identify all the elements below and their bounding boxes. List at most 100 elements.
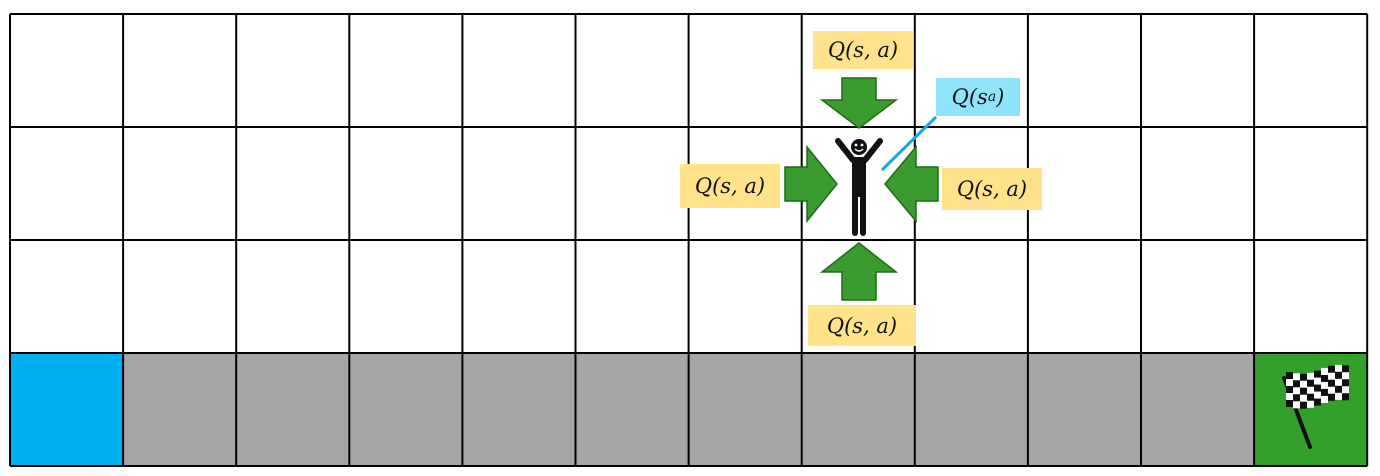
q-fn-text: Q: [956, 177, 975, 201]
grid-cell: [575, 127, 689, 240]
arrow-left-icon: [884, 144, 939, 224]
stick-figure-smiley-icon: [835, 138, 883, 236]
flag-check-square: [1300, 394, 1307, 402]
cliff-cell: [462, 353, 576, 466]
cliff-cell: [236, 353, 350, 466]
flag-check-square: [1335, 392, 1342, 400]
grid-cell: [575, 240, 689, 353]
flag-check-square: [1286, 400, 1293, 407]
flag-check-square: [1335, 371, 1342, 379]
flag-check-square: [1286, 393, 1293, 400]
cliff-cell: [914, 353, 1028, 466]
start-cell: [10, 353, 124, 466]
q-args-text: (s, a): [845, 38, 899, 62]
flag-check-square: [1328, 393, 1335, 401]
flag-check-square: [1300, 373, 1307, 381]
grid-cell: [1254, 127, 1368, 240]
checkered-flag-icon: [1282, 364, 1349, 449]
flag-check-square: [1307, 386, 1314, 394]
grid-cell: [688, 240, 802, 353]
arrow-right-icon: [784, 144, 838, 224]
grid-cell: [236, 127, 350, 240]
q-fn-text: Q: [826, 313, 845, 338]
grid-cell: [914, 240, 1028, 353]
flag-check-square: [1286, 372, 1293, 379]
grid-cell: [349, 240, 463, 353]
grid-cell: [1141, 127, 1255, 240]
flag-check-square: [1300, 387, 1307, 395]
grid-cell: [349, 14, 463, 127]
grid-cell: [123, 240, 237, 353]
grid-cell: [1254, 240, 1368, 353]
flag-check-square: [1328, 372, 1335, 380]
grid-cell: [1027, 127, 1141, 240]
flag-check-square: [1293, 373, 1300, 381]
flag-check-square: [1300, 401, 1307, 409]
flag-check-square: [1307, 379, 1314, 387]
grid-cell: [1027, 14, 1141, 127]
flag-check-square: [1328, 379, 1335, 387]
grid-cell: [462, 240, 576, 353]
flag-check-square: [1321, 388, 1328, 396]
grid-cell: [236, 14, 350, 127]
flag-check-square: [1335, 385, 1342, 393]
flag-check-square: [1328, 386, 1335, 394]
flag-check-square: [1314, 370, 1321, 378]
flag-check-square: [1342, 372, 1349, 380]
flag-check-square: [1293, 401, 1300, 409]
state-value-fn-text: Q: [951, 85, 969, 109]
grid-cell: [123, 127, 237, 240]
flag-check-square: [1335, 364, 1342, 372]
grid-cell: [10, 240, 124, 353]
grid-cell: [123, 14, 237, 127]
q-args-text: (s, a): [844, 313, 898, 338]
q-args-text: (s, a): [974, 177, 1028, 201]
state-value-sup-text: a: [987, 89, 997, 105]
grid-cell: [236, 240, 350, 353]
flag-check-square: [1286, 379, 1293, 386]
state-value-close-text: ): [996, 85, 1005, 109]
flag-check-square: [1300, 380, 1307, 388]
flag-check-square: [1342, 386, 1349, 394]
flag-check-square: [1342, 393, 1349, 401]
flag-check-square: [1321, 374, 1328, 382]
flag-check-square: [1328, 365, 1335, 373]
grid-cell: [10, 14, 124, 127]
state-value-pointer-line: [880, 115, 938, 172]
state-value-open-text: (s: [968, 85, 988, 109]
arrow-down-icon: [819, 77, 899, 129]
cliff-cell: [801, 353, 915, 466]
grid-cell: [462, 127, 576, 240]
flag-check-square: [1307, 393, 1314, 401]
flag-check-square: [1293, 387, 1300, 395]
flag-check-square: [1342, 379, 1349, 387]
flag-check-square: [1293, 394, 1300, 402]
flag-check-square: [1286, 386, 1293, 393]
flag-check-square: [1335, 378, 1342, 386]
arrow-up-icon: [819, 242, 899, 301]
q-label-right: Q(s, a): [942, 168, 1042, 210]
cliff-cell: [575, 353, 689, 466]
flag-check-square: [1342, 365, 1349, 373]
grid-cell: [1254, 14, 1368, 127]
flag-check-square: [1314, 391, 1321, 399]
q-args-text: (s, a): [712, 174, 766, 198]
q-fn-text: Q: [827, 38, 846, 62]
grid-cell: [1141, 14, 1255, 127]
flag-check-square: [1314, 398, 1321, 406]
flag-check-square: [1321, 367, 1328, 375]
grid-cell: [1141, 240, 1255, 353]
goal-cell: [1254, 353, 1368, 466]
flag-check-square: [1321, 395, 1328, 403]
flag-check-square: [1307, 400, 1314, 408]
grid-cell: [349, 127, 463, 240]
q-label-top: Q(s, a): [813, 31, 913, 69]
cliff-cell: [123, 353, 237, 466]
flag-check-square: [1293, 380, 1300, 388]
q-fn-text: Q: [694, 174, 713, 198]
cliff-cell: [1141, 353, 1255, 466]
cliff-cell: [1027, 353, 1141, 466]
cliff-cell: [349, 353, 463, 466]
